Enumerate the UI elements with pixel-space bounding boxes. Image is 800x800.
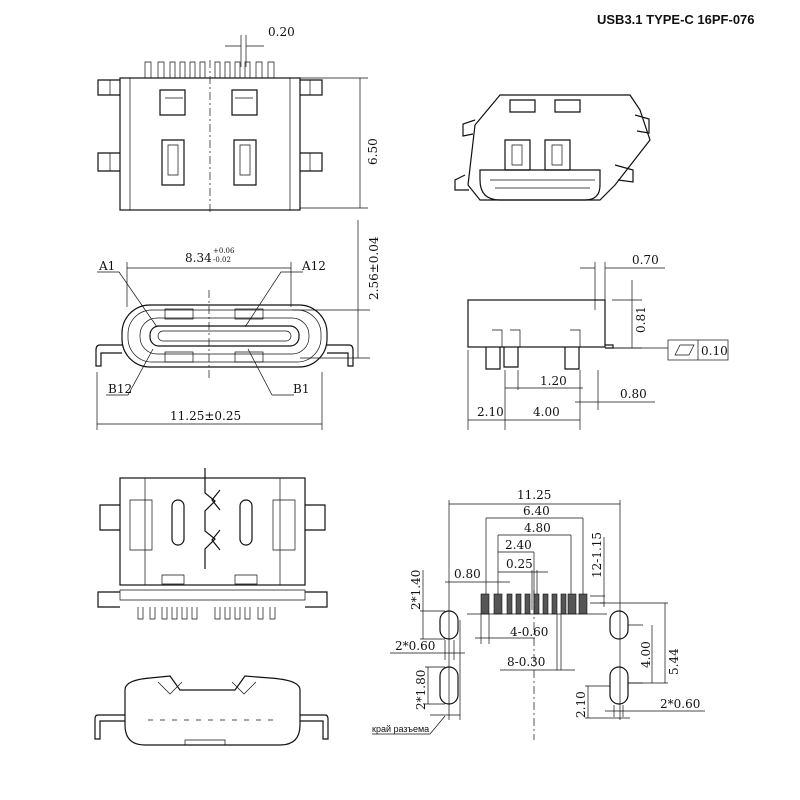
fp-hole-w-right: 2*0.60	[660, 697, 700, 711]
dim-side-120: 1.20	[540, 374, 567, 388]
fp-240: 2.40	[505, 538, 532, 552]
rear-view	[94, 675, 329, 746]
fp-hole-w-left: 2*0.60	[395, 639, 435, 653]
dim-side-080: 0.80	[620, 387, 647, 401]
top-pins	[144, 61, 275, 78]
side-view: 0.70 0.81 0.10 1.20 2.10 4.00 0.80	[467, 253, 729, 430]
dim-total-width: 11.25±0.25	[170, 409, 241, 423]
fp-pads4: 4-0.60	[510, 625, 548, 639]
dim-tol-plus: +0.06	[213, 247, 235, 255]
pin-label-a1: A1	[98, 259, 115, 273]
pcb-footprint: 11.25 6.40 4.80 2.40 0.25 0.80 12-1.15 4…	[372, 488, 705, 740]
fp-480: 4.80	[524, 521, 551, 535]
front-view: 8.34 +0.06 -0.02 A1 A12 B12 B1 11.25±0.2…	[95, 220, 381, 430]
fp-210: 2.10	[574, 691, 588, 718]
dim-tol-minus: -0.02	[213, 256, 231, 264]
dim-pitch: 0.20	[268, 25, 295, 39]
pin-label-b12: B12	[108, 382, 132, 396]
dim-side-070: 0.70	[632, 253, 659, 267]
top-view: 0.20 6.50	[97, 25, 380, 215]
fp-edge-label: край разъема	[372, 724, 429, 734]
dim-side-400: 4.00	[533, 405, 560, 419]
fp-080: 0.80	[454, 567, 481, 581]
fp-hole-h-bot: 2*1.80	[414, 670, 428, 710]
fp-hole-h-top: 2*1.40	[409, 570, 423, 610]
dim-side-081: 0.81	[634, 306, 648, 333]
iso-view	[454, 94, 651, 201]
fp-pads12: 12-1.15	[590, 532, 604, 578]
fp-544: 5.44	[667, 648, 681, 675]
dim-height: 6.50	[366, 138, 380, 165]
pin-label-b1: B1	[293, 382, 309, 396]
drawing-title: USB3.1 TYPE-C 16PF-076	[597, 12, 755, 27]
pin-label-a12: A12	[301, 259, 326, 273]
fp-025: 0.25	[506, 557, 533, 571]
dim-front-height: 2.56±0.04	[367, 236, 381, 300]
fp-overall: 11.25	[517, 488, 551, 502]
dim-inner-width: 8.34	[185, 251, 212, 265]
dim-flatness: 0.10	[701, 344, 728, 358]
fp-400: 4.00	[639, 641, 653, 668]
bottom-view	[97, 468, 328, 620]
fp-640: 6.40	[523, 504, 550, 518]
dim-side-210: 2.10	[477, 405, 504, 419]
fp-pads8: 8-0.30	[507, 655, 545, 669]
